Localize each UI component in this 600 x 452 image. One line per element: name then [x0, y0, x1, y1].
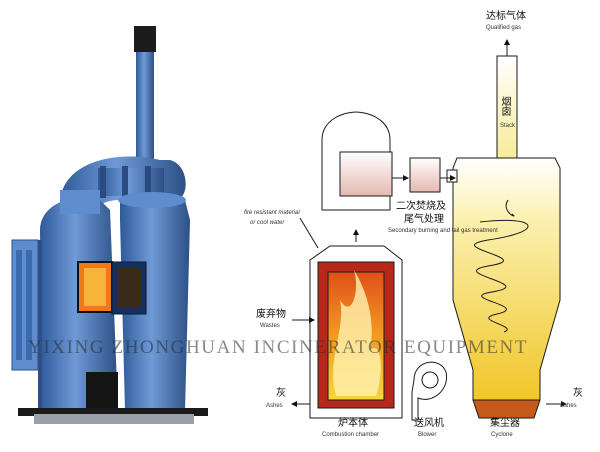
secondary-label-cn-2: 尾气处理	[404, 214, 444, 225]
qualified-gas-label-en: Qualified gas	[486, 25, 522, 31]
ashes-left-label-cn: 灰	[276, 388, 286, 399]
secondary-label-cn-1: 二次焚烧及	[396, 201, 446, 212]
stack-label-cn: 烟囱	[499, 96, 510, 116]
wastes-label-en: Wastes	[260, 323, 280, 329]
combustion-label-en: Combustion chamber	[322, 432, 380, 438]
cyclone-label-en: Cyclone	[491, 432, 513, 438]
ashes-right-label-en: Ashes	[560, 403, 577, 409]
schematic	[291, 39, 567, 421]
cool-water-label-1: fire resistant material	[244, 210, 300, 216]
watermark: YIXING ZHONGHUAN INCINERATOR EQUIPMENT	[28, 337, 529, 358]
ashes-right-label-cn: 灰	[573, 388, 583, 399]
qualified-gas-label-cn: 达标气体	[486, 11, 526, 22]
combustion-label-cn: 炉本体	[338, 418, 368, 429]
blower-label-cn: 送风机	[414, 418, 444, 429]
cyclone-label-cn: 集尘器	[490, 418, 520, 429]
stack-label-en: Stack	[500, 123, 516, 129]
cyclone	[452, 157, 561, 401]
incinerator-photo	[11, 26, 208, 424]
blower-label-en: Blower	[418, 432, 437, 438]
wastes-label-cn: 废弃物	[256, 309, 286, 320]
secondary-label-en: Secondary burning and tail gas treatment	[388, 228, 498, 234]
ashes-left-label-en: Ashes	[266, 403, 283, 409]
cool-water-label-2: or cool water	[250, 220, 285, 226]
